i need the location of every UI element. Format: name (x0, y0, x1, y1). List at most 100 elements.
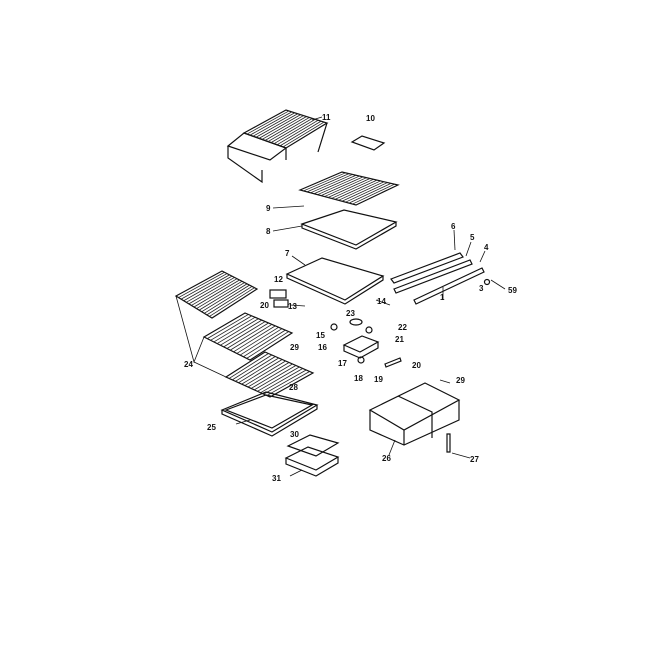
grille-wire (178, 271, 225, 298)
grille-wire (206, 286, 253, 316)
grille-wire (232, 354, 273, 381)
grille-wire (279, 120, 322, 147)
grille-wire (345, 182, 388, 203)
grille-wire (188, 277, 235, 305)
parts-rails (390, 252, 491, 305)
grille-wire (270, 118, 313, 143)
part-label-22: 22 (398, 323, 407, 332)
grille-wire (250, 363, 293, 389)
grille-wire (216, 318, 259, 344)
grille-wire (191, 278, 238, 306)
grille-wire (324, 177, 367, 197)
part-label-18: 18 (354, 374, 363, 383)
part-7-pan (285, 257, 385, 305)
part-label-1: 1 (440, 293, 445, 302)
grille-wire (241, 359, 283, 385)
grille-wire (348, 183, 392, 204)
grille-wire (228, 353, 269, 379)
part-label-12: 12 (274, 275, 283, 284)
part-label-30: 30 (290, 430, 299, 439)
grille-wire (306, 173, 350, 193)
grille-wire (246, 110, 290, 135)
part-25-glass-shelf (220, 391, 319, 437)
part-label-16: 16 (318, 343, 327, 352)
part-11-stepped-shelf (226, 109, 329, 184)
grille-wire (313, 174, 357, 195)
part-label-26: 26 (382, 454, 391, 463)
part-label-20: 20 (260, 301, 269, 310)
grille-wire (183, 274, 230, 302)
grille-wire (198, 282, 245, 311)
part-label-29: 29 (290, 343, 299, 352)
grille-wire (209, 287, 255, 317)
grille-wire (213, 316, 256, 343)
part-label-24: 24 (184, 360, 193, 369)
grille-wire (246, 331, 289, 359)
grille-wire (266, 371, 310, 396)
part-label-8: 8 (266, 227, 271, 236)
grille-wire (243, 329, 286, 358)
grille-wire (233, 325, 276, 353)
part-label-19: 19 (374, 375, 383, 384)
grille-wire (254, 365, 297, 391)
parts-15-23-assembly (330, 318, 402, 368)
grille-wire (261, 115, 304, 140)
grille-wire (303, 172, 346, 192)
part-label-23: 23 (346, 309, 355, 318)
grille-wire (331, 178, 374, 199)
grille-wire (193, 279, 240, 308)
part-24-wire-shelves (174, 270, 315, 398)
grille-wire (235, 356, 276, 382)
grille-wire (264, 116, 307, 141)
grille-wire (201, 283, 248, 313)
part-label-31: 31 (272, 474, 281, 483)
part-label-20: 20 (412, 361, 421, 370)
grille-wire (282, 121, 325, 148)
part-label-7: 7 (285, 249, 290, 258)
grille-wire (258, 114, 301, 139)
part-label-59: 59 (508, 286, 517, 295)
part-label-11: 11 (322, 113, 331, 122)
grille-wire (236, 326, 279, 354)
grille-wire (249, 111, 293, 136)
grille-wire (226, 322, 269, 349)
grille-wire (276, 119, 319, 146)
part-9-shelf-grille (298, 171, 400, 206)
part-label-14: 14 (377, 297, 386, 306)
part-label-29: 29 (456, 376, 465, 385)
grille-wire (220, 319, 262, 346)
grille-wire (320, 176, 364, 196)
grille-wire (273, 118, 316, 145)
leader-lines (175, 116, 506, 477)
part-12-component (269, 289, 287, 299)
grille-wire (210, 315, 252, 341)
grille-wire (239, 328, 283, 356)
grille-wire (341, 181, 385, 202)
part-label-28: 28 (289, 383, 298, 392)
part-26-crisper-drawers (368, 382, 461, 446)
grille-wire (230, 324, 273, 351)
part-label-5: 5 (470, 233, 475, 242)
grille-wire (338, 180, 381, 201)
grille-wire (317, 175, 360, 196)
part-31-tray (284, 446, 340, 477)
grille-wire (327, 178, 371, 198)
part-10-small-tray (350, 135, 386, 151)
grille-wire (204, 284, 250, 314)
part-label-9: 9 (266, 204, 271, 213)
part-label-4: 4 (484, 243, 489, 252)
part-label-25: 25 (207, 423, 216, 432)
part-label-3: 3 (479, 284, 484, 293)
grille-wire (244, 360, 286, 386)
part-13-component (273, 299, 289, 308)
part-label-15: 15 (316, 331, 325, 340)
part-30-tray-cover (286, 434, 340, 457)
grille-wire (196, 280, 243, 309)
part-label-13: 13 (288, 302, 297, 311)
grille-wire (180, 273, 228, 300)
part-8-cover-plate (300, 209, 398, 250)
grille-wire (207, 314, 249, 339)
part-label-21: 21 (395, 335, 404, 344)
grille-wire (310, 174, 353, 194)
